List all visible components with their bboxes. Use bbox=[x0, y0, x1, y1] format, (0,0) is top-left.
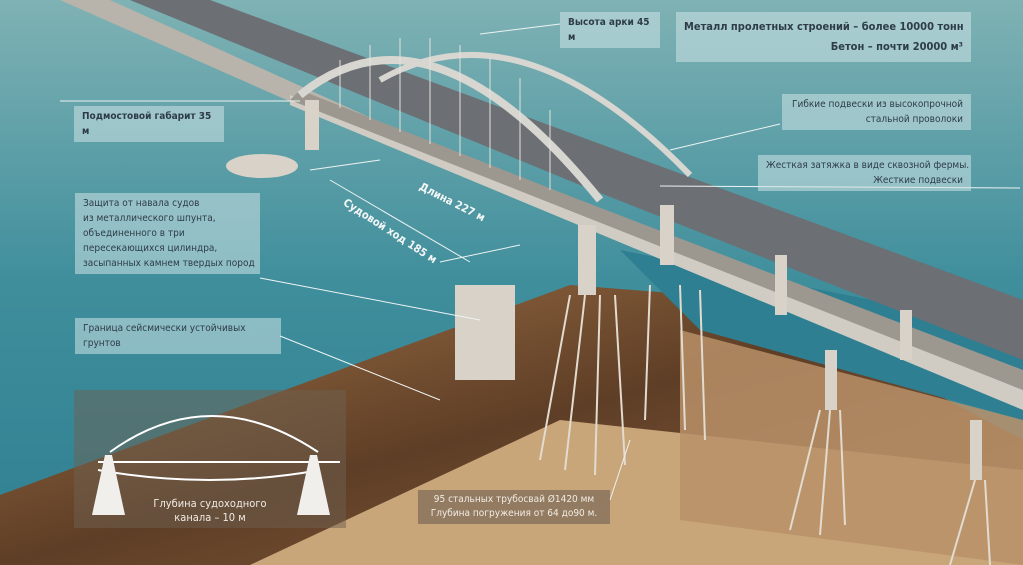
road-deck bbox=[130, 0, 1023, 360]
inset-pier-right bbox=[297, 455, 330, 515]
water-right bbox=[620, 250, 1023, 420]
hangers bbox=[339, 38, 551, 190]
flexible-hangers-line: стальной проволоки bbox=[865, 114, 963, 125]
concrete-text: Бетон – почти 20000 м³ bbox=[830, 40, 963, 53]
protection-line: засыпанных камнем твердых пород bbox=[83, 258, 255, 269]
rigid-tie-line: Жесткая затяжка в виде сквозной фермы. bbox=[766, 160, 970, 171]
pile-foundations bbox=[539, 284, 991, 565]
flexible-hangers-label: Гибкие подвески из высокопрочной стально… bbox=[782, 94, 971, 130]
protection-line: объединенного в три bbox=[83, 228, 185, 239]
road-deck-edge bbox=[290, 95, 1023, 410]
protection-label: Защита от навала судов из металлического… bbox=[75, 193, 260, 274]
channel-depth-label: Глубина судоходного канала – 10 м bbox=[140, 494, 280, 528]
channel-depth-line: канала – 10 м bbox=[174, 511, 246, 524]
leader-lines bbox=[60, 23, 1021, 501]
protection-line: пересекающихся цилиндра, bbox=[83, 243, 218, 254]
piers bbox=[226, 100, 982, 480]
piles-line: 95 стальных трубосвай Ø1420 мм bbox=[433, 494, 595, 505]
rail-deck bbox=[290, 90, 1023, 390]
right-soil-block bbox=[680, 330, 1023, 565]
inset-pier-left bbox=[92, 455, 125, 515]
clearance-label: Подмостовой габарит 35 м bbox=[74, 106, 224, 142]
materials-label: Металл пролетных строений – более 10000 … bbox=[676, 12, 971, 62]
arch-height-label: Высота арки 45 м bbox=[560, 12, 660, 48]
flexible-hangers-line: Гибкие подвески из высокопрочной bbox=[791, 99, 963, 110]
inset-arch-icon bbox=[97, 415, 340, 481]
piles-label: 95 стальных трубосвай Ø1420 мм Глубина п… bbox=[418, 490, 610, 524]
seismic-label: Граница сейсмически устойчивых грунтов bbox=[75, 318, 281, 354]
arch-1 bbox=[297, 56, 604, 203]
channel-depth-line: Глубина судоходного bbox=[153, 497, 267, 510]
rigid-tie-label: Жесткая затяжка в виде сквозной фермы. Ж… bbox=[758, 155, 971, 191]
piles-line: Глубина погружения от 64 до90 м. bbox=[430, 508, 598, 519]
arch-2 bbox=[378, 51, 693, 178]
protection-line: из металлического шпунта, bbox=[83, 213, 216, 224]
metal-text: Металл пролетных строений – более 10000 … bbox=[684, 20, 964, 33]
rigid-tie-line: Жесткие подвески bbox=[873, 175, 963, 186]
protection-line: Защита от навала судов bbox=[83, 198, 200, 209]
